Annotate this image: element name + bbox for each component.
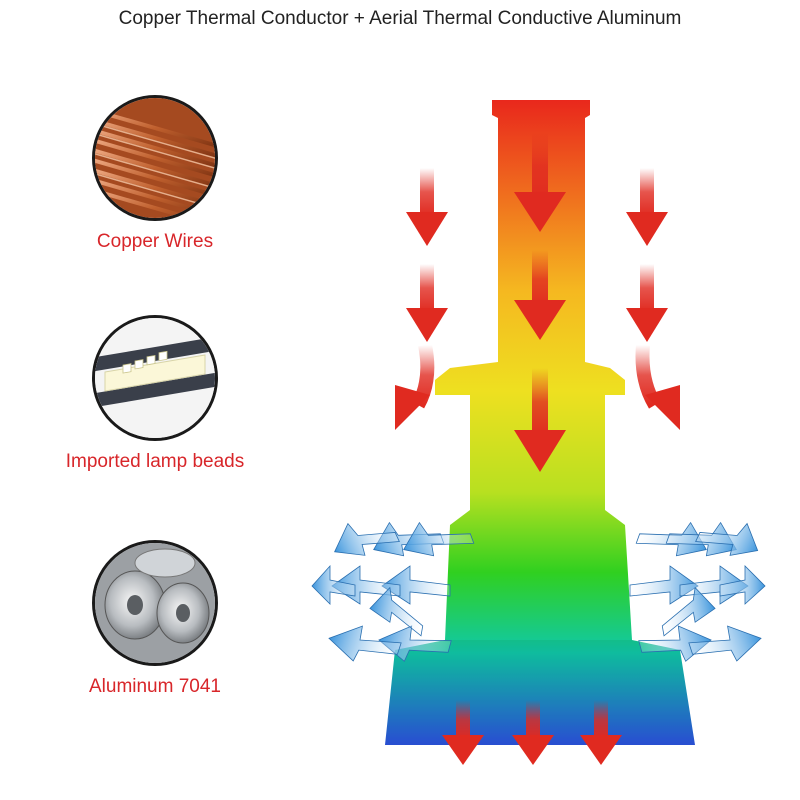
heat-arrow-icon	[514, 132, 566, 472]
page-title: Copper Thermal Conductor + Aerial Therma…	[118, 8, 682, 29]
feature-aluminum: Aluminum 7041	[40, 540, 270, 698]
feature-copper-wires: Copper Wires	[40, 95, 270, 253]
feature-label: Aluminum 7041	[88, 676, 222, 697]
led-chip-icon	[92, 315, 218, 441]
airflow-arrow-icon	[311, 521, 475, 662]
feature-label: Copper Wires	[96, 231, 214, 252]
heat-flow-diagram	[300, 90, 780, 790]
heat-arrow-icon	[626, 168, 680, 430]
heat-arrow-icon	[395, 168, 448, 430]
airflow-arrow-icon	[629, 521, 766, 662]
heat-arrow-icon	[442, 700, 622, 765]
feature-lamp-beads: Imported lamp beads	[40, 315, 270, 473]
aluminum-rolls-icon	[92, 540, 218, 666]
feature-label: Imported lamp beads	[65, 451, 245, 472]
copper-wires-icon	[92, 95, 218, 221]
